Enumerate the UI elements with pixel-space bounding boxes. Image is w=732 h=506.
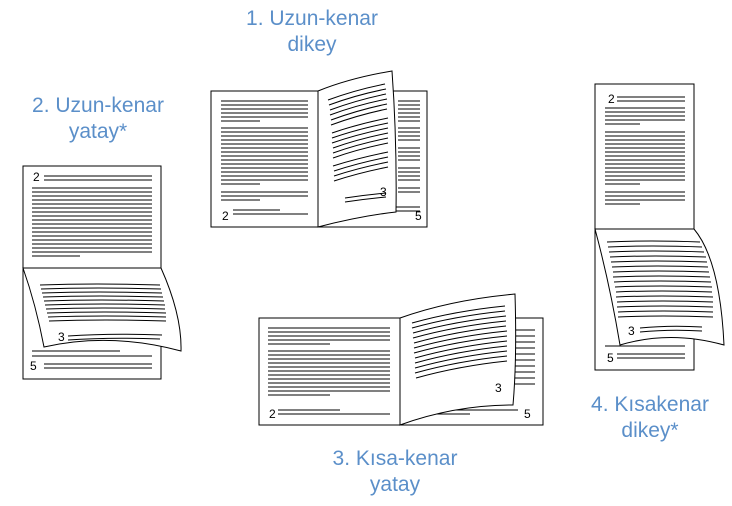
- label-line1: 2. Uzun-kenar: [32, 94, 164, 117]
- label-line2: dikey: [287, 33, 337, 56]
- label-line2: yatay: [369, 473, 421, 496]
- page-number: 3: [628, 324, 635, 338]
- label-long-edge-portrait: 1. Uzun-kenar dikey: [227, 6, 397, 58]
- page-number: 2: [608, 92, 615, 106]
- page-number: 3: [495, 381, 502, 395]
- text-lines: [605, 96, 685, 359]
- booklet-long-edge-landscape: [22, 165, 182, 380]
- label-short-edge-landscape: 3. Kısa-kenar yatay: [305, 446, 485, 498]
- page-number: 2: [222, 209, 229, 223]
- page-number: 2: [33, 170, 40, 184]
- page-number: 5: [415, 209, 422, 223]
- text-lines: [39, 283, 167, 341]
- text-lines: [606, 240, 714, 333]
- page-number: 5: [30, 359, 37, 373]
- label-line1: 1. Uzun-kenar: [246, 7, 378, 30]
- text-lines: [327, 83, 389, 203]
- page-number: 3: [58, 330, 65, 344]
- page-3-curl: [399, 293, 517, 426]
- label-line1: 3. Kısa-kenar: [332, 447, 458, 470]
- booklet-long-edge-portrait: [210, 70, 428, 228]
- text-lines: [221, 100, 308, 215]
- page-2: [210, 90, 319, 228]
- label-line1: 4. Kısakenar: [591, 393, 709, 416]
- label-line2: dikey*: [621, 419, 679, 442]
- page-number: 3: [380, 185, 387, 199]
- page-2: [22, 165, 162, 269]
- page-number: 5: [607, 351, 614, 365]
- page-number: 2: [269, 407, 276, 421]
- page-number: 5: [524, 407, 531, 421]
- label-long-edge-landscape: 2. Uzun-kenar yatay*: [8, 93, 188, 145]
- text-lines: [32, 175, 152, 369]
- page-numbers: 2 3 5 2 3 5 2 3 5 2 3 5: [30, 92, 635, 421]
- text-lines: [268, 327, 535, 415]
- label-line2: yatay*: [68, 120, 128, 143]
- booklet-short-edge-landscape: [258, 293, 544, 426]
- label-short-edge-portrait: 4. Kısakenar dikey*: [570, 392, 730, 444]
- booklet-short-edge-portrait: [594, 83, 725, 371]
- page-3-curl: [317, 70, 397, 228]
- text-lines: [392, 100, 420, 212]
- text-lines: [411, 305, 508, 379]
